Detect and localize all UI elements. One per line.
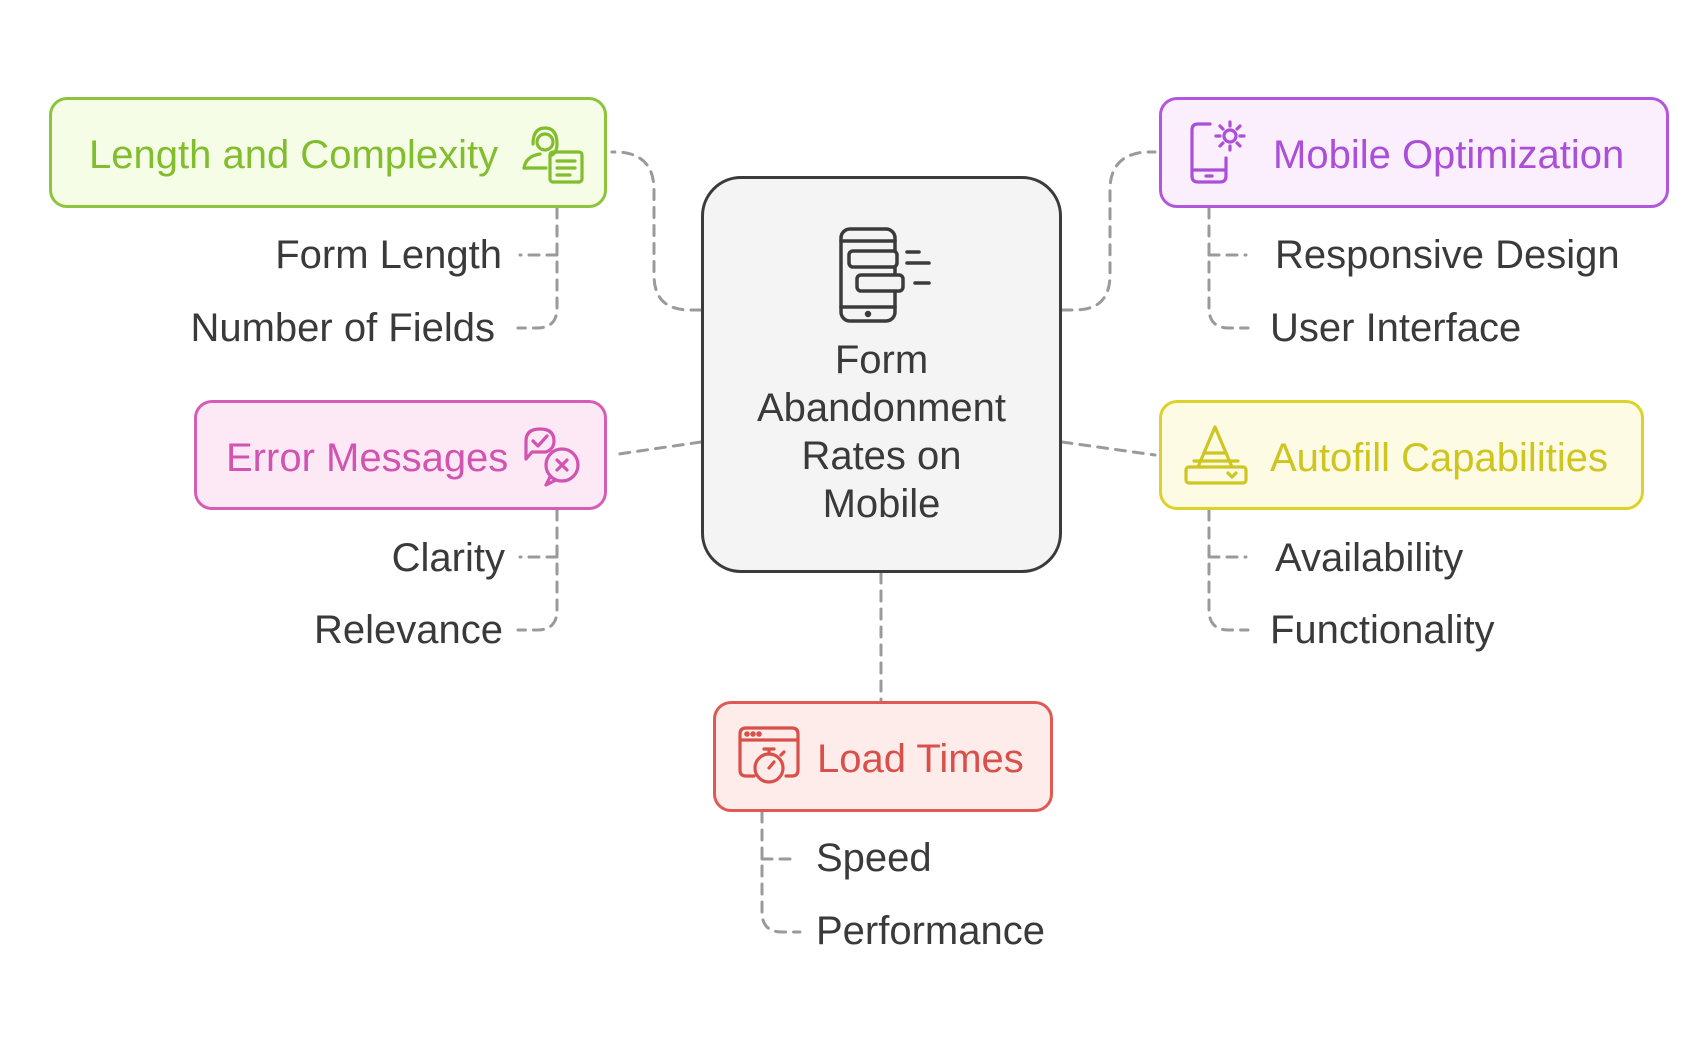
central-title-line: Mobile [822,482,941,526]
branch-item: Availability [1275,536,1464,580]
browser-stopwatch-icon [738,726,800,784]
branch-label: Autofill Capabilities [1270,436,1608,480]
branch-label: Mobile Optimization [1273,133,1625,177]
branch-item: Number of Fields [190,306,495,350]
central-topic-title: Form Abandonment Rates on Mobile [704,336,1059,528]
branch-autofill-capabilities: Autofill Capabilities [1159,400,1644,510]
central-title-line: Rates on [801,434,962,478]
central-title-line: Form [834,338,929,382]
branch-load-times: Load Times [713,701,1053,812]
branch-label: Load Times [817,737,1024,781]
branch-length-complexity: Length and Complexity [49,97,607,208]
branch-item: Clarity [391,536,505,580]
person-document-icon [522,126,584,184]
branch-label: Error Messages [226,436,509,480]
branch-item: Speed [816,836,932,880]
branch-label: Length and Complexity [89,133,499,177]
central-title-line: Abandonment [756,386,1007,430]
branch-item: Responsive Design [1275,233,1620,277]
phone-gear-icon [1190,120,1246,184]
mobile-form-icon [839,227,931,323]
branch-item: Performance [816,909,1045,953]
central-topic-node: Form Abandonment Rates on Mobile [701,176,1062,573]
autofill-text-icon [1184,425,1248,485]
chat-error-icon [524,427,580,487]
branch-error-messages: Error Messages [194,400,607,510]
branch-item: Relevance [313,608,503,652]
branch-mobile-optimization: Mobile Optimization [1159,97,1669,208]
branch-item: Functionality [1270,608,1495,652]
branch-item: User Interface [1270,306,1522,350]
branch-item: Form Length [275,233,502,277]
